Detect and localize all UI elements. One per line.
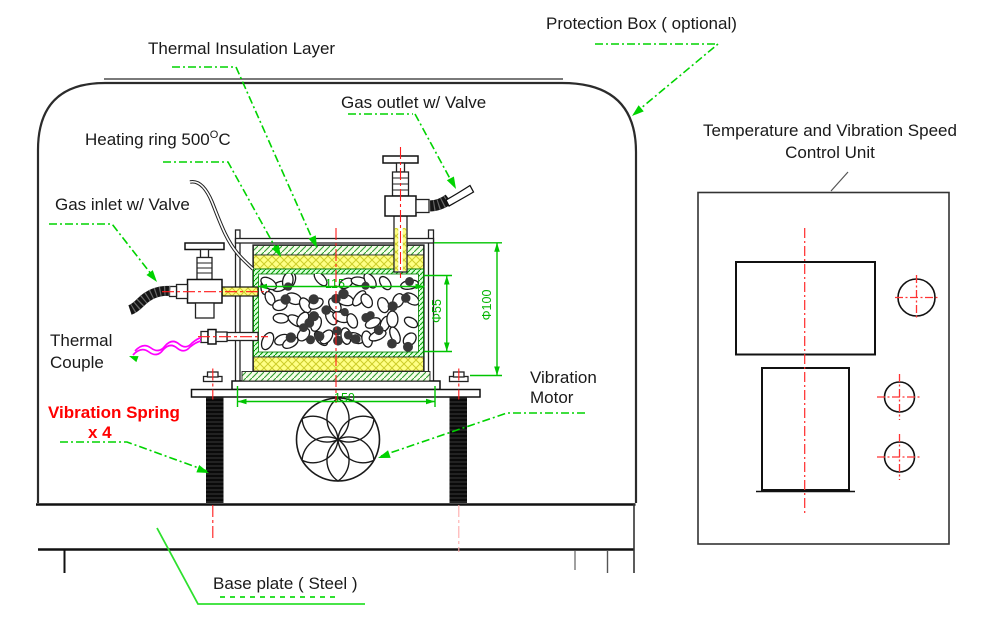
- label-thermal-couple-2: Couple: [50, 353, 104, 372]
- thermocouple-wire: [134, 337, 202, 352]
- label-vibration-motor-1: Vibration: [530, 368, 597, 387]
- dimensions: 115 Φ55 Φ100 150: [236, 242, 502, 407]
- centerlines: [162, 147, 460, 552]
- dimension-chamber-width: 115: [325, 277, 345, 291]
- control-knob-large[interactable]: [895, 275, 938, 320]
- label-vibration-motor-2: Motor: [530, 388, 574, 407]
- dimension-base-width: 150: [334, 391, 355, 405]
- protection-box-outline: [36, 78, 638, 503]
- label-base-plate: Base plate ( Steel ): [213, 574, 358, 593]
- label-gas-inlet: Gas inlet w/ Valve: [55, 195, 190, 214]
- heater-feed-tube: [189, 179, 255, 271]
- label-protection-box: Protection Box ( optional): [546, 14, 737, 33]
- vibration-motor-fan: [295, 397, 381, 482]
- sample-particles: [260, 274, 419, 352]
- control-knob-middle[interactable]: [877, 374, 922, 420]
- insulation-bottom-yellow: [253, 356, 424, 372]
- control-unit-leader: [830, 171, 849, 192]
- label-heating-ring: Heating ring 500OC: [85, 129, 231, 149]
- label-thermal-insulation: Thermal Insulation Layer: [148, 39, 335, 58]
- base-plate: [36, 503, 636, 573]
- label-vibration-spring-2: x 4: [88, 423, 112, 442]
- gas-outlet-valve: [382, 155, 475, 273]
- leader-lines: [49, 43, 849, 605]
- control-knob-bottom[interactable]: [877, 434, 922, 480]
- label-control-unit-2: Control Unit: [785, 143, 875, 162]
- display-top: [735, 261, 876, 356]
- dimension-vessel-diameter: Φ100: [480, 290, 494, 321]
- label-thermal-couple-1: Thermal: [50, 331, 112, 350]
- label-control-unit-1: Temperature and Vibration Speed: [703, 121, 957, 140]
- inlet-valve-handle: [184, 242, 225, 251]
- label-vibration-spring-1: Vibration Spring: [48, 403, 180, 422]
- display-bottom: [761, 367, 850, 491]
- label-gas-outlet: Gas outlet w/ Valve: [341, 93, 486, 112]
- dimension-chamber-diameter: Φ55: [430, 299, 444, 323]
- control-unit-panel: [697, 191, 950, 545]
- vibration-spring-right: [449, 397, 467, 503]
- vibration-spring-left: [206, 397, 224, 503]
